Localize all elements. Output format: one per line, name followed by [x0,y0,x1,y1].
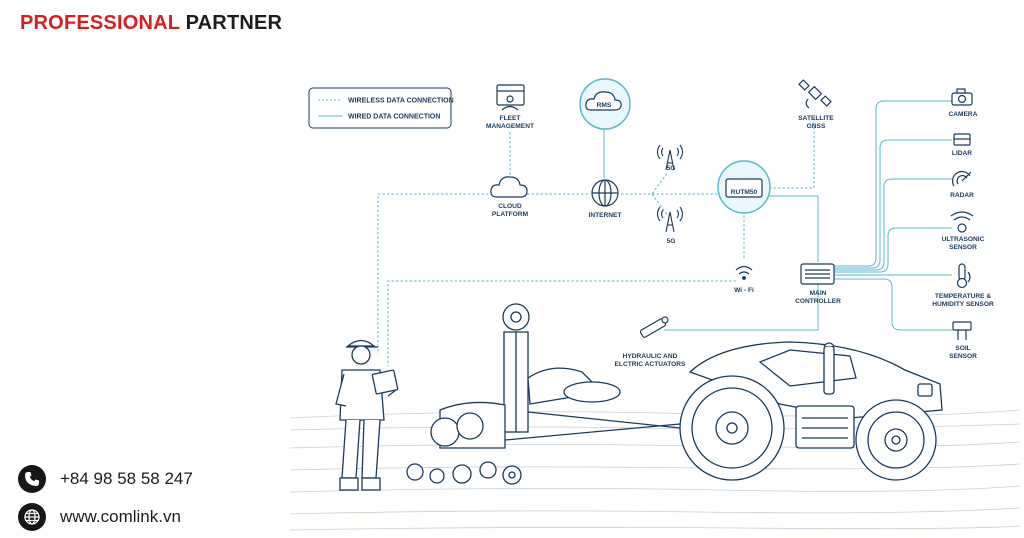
fleet-icon [496,84,525,111]
thermometer-icon [956,263,971,289]
rms-cloud-icon: RMS [579,78,631,130]
brand-title: PROFESSIONAL PARTNER [20,12,282,35]
tractor-icon [679,341,943,481]
cloud-label-2: PLATFORM [492,211,529,218]
soil-sensor-icon [952,321,972,340]
router-label: RUTM50 [731,189,758,196]
phone-contact: +84 98 58 58 247 [18,465,193,493]
wired-connections [603,100,952,331]
planter-illustration [406,303,681,485]
website-link[interactable]: www.comlink.vn [60,507,181,526]
globe-internet-icon [591,179,619,207]
brand-secondary: PARTNER [185,12,283,34]
cloud-label-1: CLOUD [498,203,522,210]
fleet-label-1: FLEET [500,115,521,122]
antenna-icon [656,206,684,233]
lidar-label: LIDAR [952,150,972,157]
wireless-connections [377,118,815,366]
internet-label: INTERNET [589,212,622,219]
satellite-icon [798,79,832,109]
controller-icon [800,263,835,285]
legend: WIRELESS DATA CONNECTION WIRED DATA CONN… [308,87,454,129]
soil-label-1: SOIL [955,345,970,352]
g5-bottom-label: 5G [667,238,676,245]
radar-icon [951,170,972,187]
globe-icon [18,503,46,531]
controller-label-1: MAIN [810,290,827,297]
farmer-icon [335,339,399,491]
satellite-label-1: SATELLITE [798,115,834,122]
brand-primary: PROFESSIONAL [20,12,180,34]
satellite-label-2: GNSS [807,123,826,130]
lidar-icon [953,133,971,146]
wifi-label: Wi - Fi [734,287,754,294]
radar-label: RADAR [950,192,974,199]
phone-number[interactable]: +84 98 58 58 247 [60,469,193,488]
temperature-label-1: TEMPERATURE & [935,293,992,300]
legend-wired: WIRED DATA CONNECTION [348,114,440,121]
wifi-icon [735,265,753,280]
g5-top-label: 5G [667,165,676,172]
soil-label-2: SENSOR [949,353,977,360]
fleet-label-2: MANAGEMENT [486,123,534,130]
ultrasonic-label-1: ULTRASONIC [942,236,985,243]
controller-label-2: CONTROLLER [795,298,841,305]
camera-icon [951,88,973,106]
temperature-label-2: HUMIDITY SENSOR [932,301,994,308]
actuators-label-2: ELCTRIC ACTUATORS [615,361,687,368]
actuators-label-1: HYDRAULIC AND [623,353,678,360]
ultrasonic-label-2: SENSOR [949,244,977,251]
ultrasonic-icon [950,211,974,233]
antenna-icon [656,144,684,171]
cloud-icon [490,176,528,198]
camera-label: CAMERA [949,111,978,118]
phone-icon [18,465,46,493]
actuator-icon [639,316,669,338]
rms-label: RMS [597,102,612,109]
router-icon: RUTM50 [717,160,771,214]
legend-wireless: WIRELESS DATA CONNECTION [348,98,454,105]
website-contact: www.comlink.vn [18,503,181,531]
